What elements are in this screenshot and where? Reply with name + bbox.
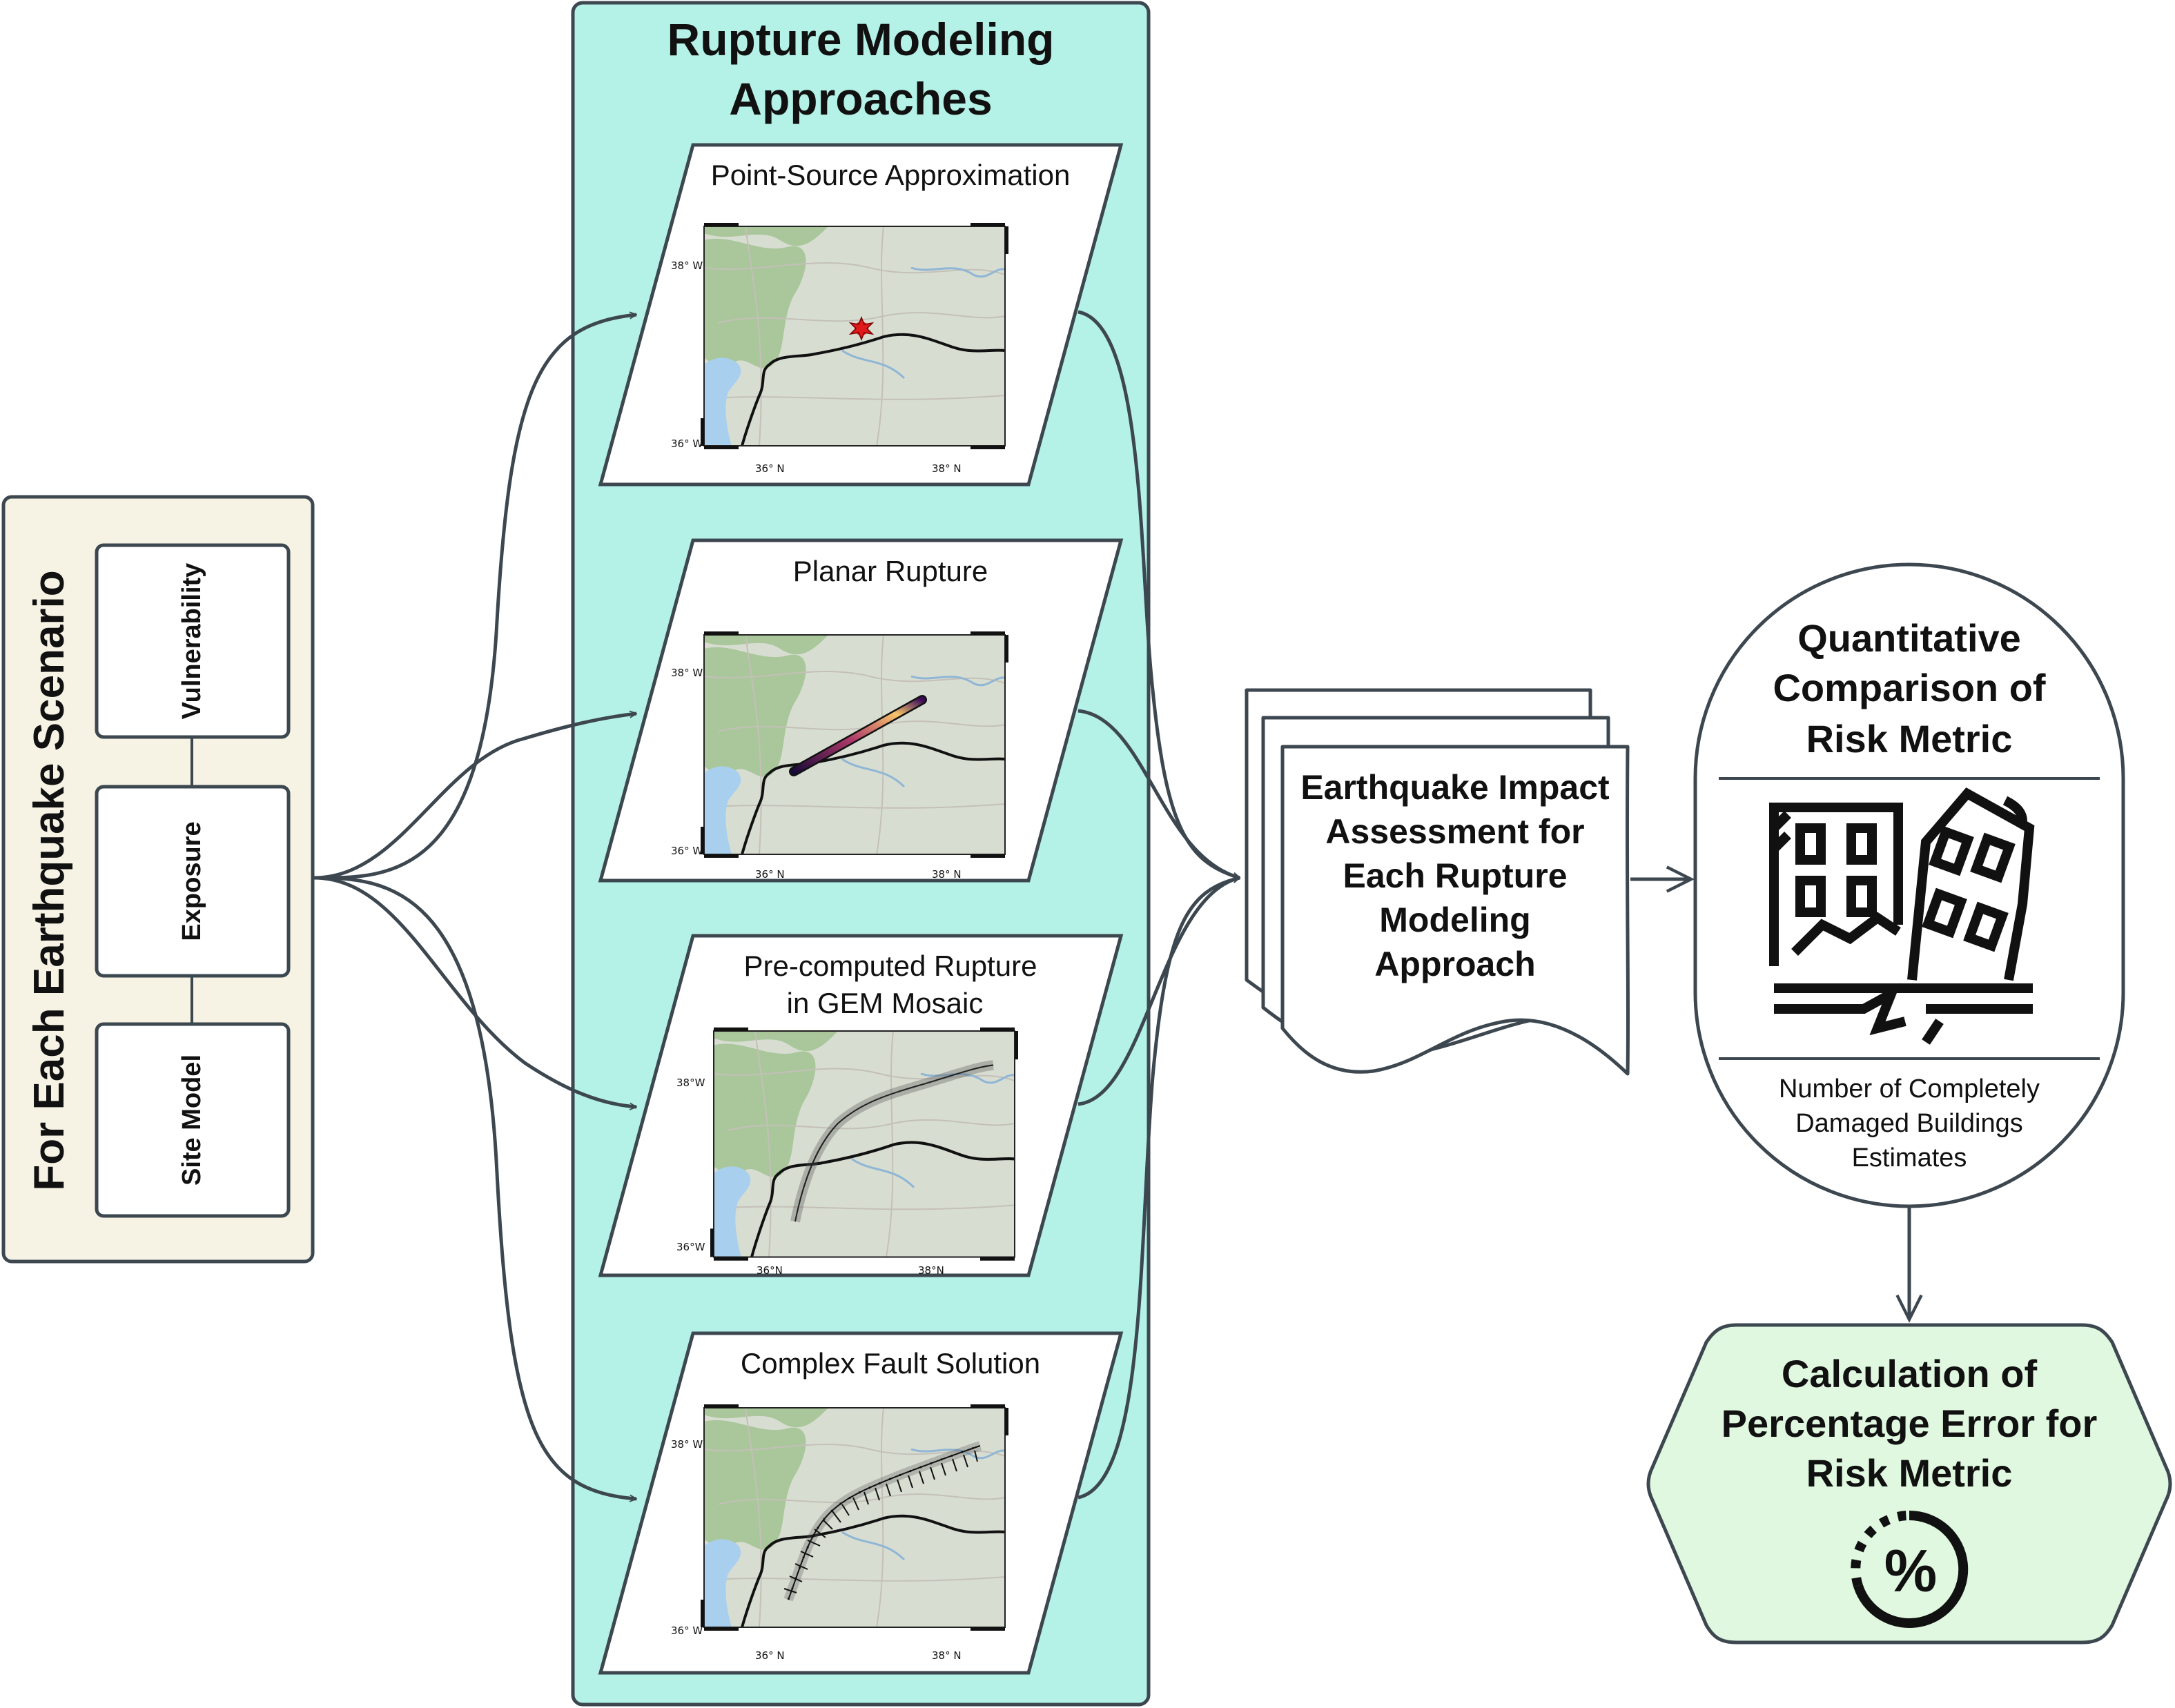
map-gem-mosaic — [710, 1028, 1018, 1261]
scenario-panel: For Each Earthquake Scenario Vulnerabili… — [1, 495, 315, 1264]
tick-lat-bottom: 36° W — [671, 438, 703, 450]
approach-point-source: Point-Source Approximation 38° W 36° W 3… — [598, 143, 1124, 487]
error-title-line2: Percentage Error for — [1722, 1402, 2098, 1445]
tick-lat-bottom: 36° W — [671, 845, 703, 857]
assessment-line3: Each Rupture — [1343, 856, 1567, 895]
input-label: Vulnerability — [177, 563, 206, 720]
assessment-line5: Approach — [1374, 945, 1535, 983]
input-site-model: Site Model — [95, 1022, 291, 1218]
comparison-caption-line3: Estimates — [1852, 1143, 1967, 1172]
tick-lon-right: 38° N — [932, 1649, 962, 1662]
fan-in-connectors — [1077, 310, 1240, 1500]
collapsed-building-icon — [1769, 787, 2035, 1045]
comparison-panel: Quantitative Comparison of Risk Metric N… — [1693, 562, 2125, 1208]
tick-lon-left: 36° N — [755, 868, 785, 881]
tick-lon-left: 36° N — [755, 1649, 785, 1662]
scenario-title: For Each Earthquake Scenario — [26, 570, 73, 1190]
tick-lat-bottom: 36°W — [676, 1241, 705, 1253]
approach-label-line2: in GEM Mosaic — [787, 987, 984, 1019]
tick-lon-right: 38° N — [932, 868, 962, 881]
tick-lon-left: 36°N — [757, 1264, 783, 1277]
tick-lon-right: 38° N — [932, 462, 962, 475]
error-panel: Calculation of Percentage Error for Risk… — [1646, 1323, 2172, 1645]
approach-gem-mosaic: Pre-computed Rupture in GEM Mosaic 38°W … — [598, 934, 1124, 1277]
approach-label: Complex Fault Solution — [741, 1347, 1040, 1380]
tick-lat-top: 38° W — [671, 1438, 703, 1451]
input-label: Exposure — [177, 821, 206, 941]
assessment-documents: Earthquake Impact Assessment for Each Ru… — [1245, 688, 1630, 1076]
error-title-line3: Risk Metric — [1806, 1451, 2013, 1495]
input-exposure: Exposure — [95, 785, 291, 978]
assessment-line4: Modeling — [1379, 901, 1530, 939]
input-label: Site Model — [177, 1054, 206, 1186]
comparison-caption-line2: Damaged Buildings — [1795, 1109, 2023, 1138]
tick-lat-top: 38° W — [671, 667, 703, 679]
rupture-title-line2: Approaches — [729, 73, 992, 124]
tick-lat-top: 38° W — [671, 259, 703, 272]
comparison-title-line2: Comparison of — [1773, 666, 2045, 709]
approach-complex-fault: Complex Fault Solution 38° W 36° W 36° N… — [598, 1331, 1124, 1675]
tick-lon-left: 36° N — [755, 462, 785, 475]
percentage-symbol: % — [1884, 1538, 1937, 1604]
approach-planar-rupture: Planar Rupture 38° W 36° W 36° N 38° N — [598, 538, 1124, 883]
assessment-line2: Assessment for — [1325, 812, 1584, 851]
map-planar-rupture — [699, 630, 1010, 859]
rupture-panel: Rupture Modeling Approaches Point-Source… — [571, 1, 1151, 1707]
input-vulnerability: Vulnerability — [95, 543, 291, 739]
tick-lat-top: 38°W — [676, 1077, 705, 1089]
approach-label: Pre-computed Rupture — [744, 950, 1037, 982]
error-title-line1: Calculation of — [1782, 1352, 2038, 1395]
map-point-source — [699, 222, 1010, 451]
approach-label: Point-Source Approximation — [711, 159, 1071, 191]
comparison-title-line3: Risk Metric — [1806, 717, 2013, 760]
tick-lat-bottom: 36° W — [671, 1624, 703, 1637]
percentage-icon: % — [1851, 1510, 1969, 1628]
comparison-title-line1: Quantitative — [1797, 616, 2021, 660]
rupture-title-line1: Rupture Modeling — [667, 14, 1055, 65]
fan-out-connectors — [313, 315, 636, 1499]
comparison-caption-line1: Number of Completely — [1779, 1074, 2040, 1103]
tick-lon-right: 38°N — [918, 1264, 944, 1277]
approach-label: Planar Rupture — [793, 555, 988, 587]
map-complex-fault — [699, 1403, 1010, 1632]
assessment-line1: Earthquake Impact — [1300, 768, 1610, 807]
